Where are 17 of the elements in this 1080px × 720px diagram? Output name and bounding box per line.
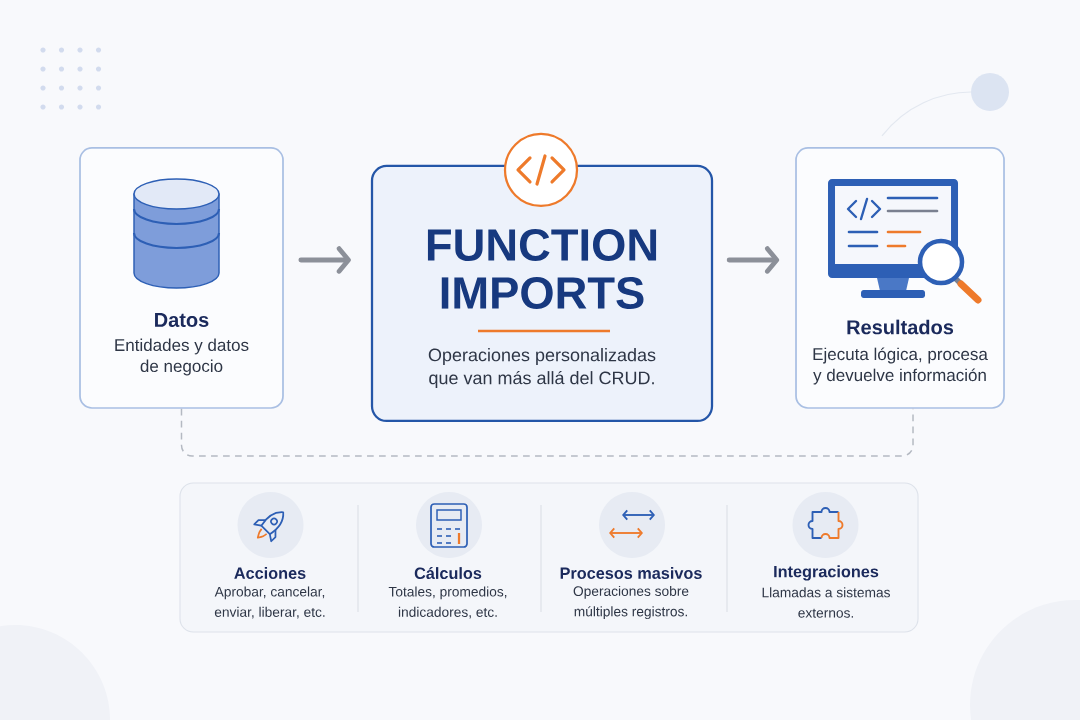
description: Aprobar, cancelar, enviar, liberar, etc. bbox=[214, 586, 325, 619]
heading: Acciones bbox=[234, 567, 306, 579]
heading: Datos bbox=[155, 313, 209, 327]
heading: Resultados bbox=[847, 319, 954, 335]
description: Ejecuta lógica, procesa y devuelve información bbox=[813, 347, 988, 385]
arrow bbox=[298, 246, 351, 274]
description: Entidades y datos de negocio bbox=[115, 338, 249, 376]
connector-line bbox=[180, 408, 914, 457]
heading: Procesos masivos bbox=[560, 567, 702, 579]
description: Operaciones sobre múltiples registros. bbox=[573, 585, 689, 620]
arrow bbox=[726, 246, 780, 274]
title: FUNCTION IMPORTS bbox=[427, 228, 657, 310]
description: Totales, promedios, indicadores, etc. bbox=[388, 586, 507, 619]
heading: Cálculos bbox=[414, 566, 482, 580]
description: Operaciones personalizadas que van más allá del CRUD. bbox=[428, 348, 656, 388]
heading: Integraciones bbox=[774, 565, 879, 581]
description: Llamadas a sistemas externos. bbox=[762, 587, 890, 618]
